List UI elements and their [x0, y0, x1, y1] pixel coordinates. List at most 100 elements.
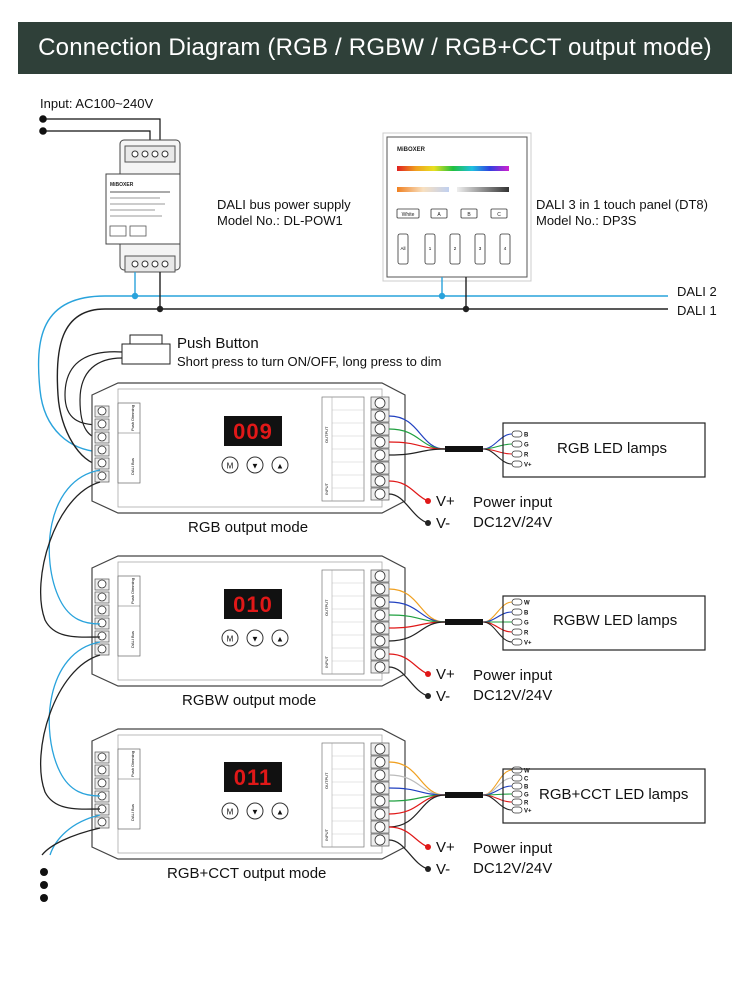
down-button[interactable] [246, 629, 264, 647]
vplus-label: V+ [436, 666, 455, 683]
touch-panel-zone-1: 1 [429, 246, 432, 251]
output-terminal [374, 475, 386, 487]
terminal-screw [97, 618, 107, 628]
terminal-screw [97, 592, 107, 602]
touch-panel-zone-2: 2 [454, 246, 457, 251]
push-button-device [64, 334, 171, 439]
m-button-label: M [227, 462, 234, 471]
vplus-label: V+ [436, 493, 455, 510]
power-supply-brand: MiBOXER [110, 182, 134, 188]
power-input-label: Power input [473, 840, 553, 857]
power-supply-label: DALI bus power supply [217, 197, 351, 212]
page-title: Connection Diagram (RGB / RGBW / RGB+CCT… [18, 22, 732, 74]
lamp-pin-label: R [524, 453, 529, 459]
touch-panel-zone-4: 4 [504, 246, 507, 251]
input-label: Input: AC100~240V [40, 96, 154, 111]
lamp-label-rgb: RGB LED lamps [557, 440, 668, 457]
continuation-dots [40, 868, 48, 902]
touch-panel-model: Model No.: DP3S [536, 213, 637, 228]
terminal-screw [97, 778, 107, 788]
touch-panel-a-button: A [437, 212, 441, 218]
power-voltage-label: DC12V/24V [473, 860, 553, 877]
dali-bus-label: DALI Bus [130, 631, 135, 648]
output-terminal [374, 808, 386, 820]
m-button[interactable] [221, 802, 239, 820]
down-button[interactable] [246, 456, 264, 474]
output-label: OUTPUT [324, 599, 329, 616]
terminal-screw [97, 445, 107, 455]
touch-panel-brand: MiBOXER [397, 147, 426, 153]
lamp-pin-label: G [524, 443, 529, 449]
led-display-value: 011 [234, 765, 273, 790]
m-button-label: M [227, 808, 234, 817]
lamp-pin-label: B [524, 785, 529, 791]
output-terminal [374, 821, 386, 833]
touch-panel-zone-all: All [400, 246, 405, 251]
lamp-pin-label: B [524, 433, 529, 439]
terminal-screw [97, 432, 107, 442]
vminus-label: V- [436, 688, 451, 705]
m-button[interactable] [221, 629, 239, 647]
lamp-pin-label: G [524, 621, 529, 627]
lamp-pin-label: W [524, 769, 530, 775]
lamp-pin-label: W [524, 601, 530, 607]
up-button-label: ▲ [276, 462, 284, 471]
led-display [224, 589, 282, 619]
output-label: OUTPUT [324, 772, 329, 789]
output-cable [445, 619, 483, 625]
terminal-screw [97, 471, 107, 481]
output-terminal [374, 423, 386, 435]
terminal-screw [97, 817, 107, 827]
output-terminal [374, 635, 386, 647]
up-button-label: ▲ [276, 808, 284, 817]
push-button-desc: Short press to turn ON/OFF, long press t… [177, 354, 442, 369]
touch-panel-white-button: White [402, 212, 415, 218]
mode-label-rgbcct: RGB+CCT output mode [167, 865, 327, 882]
vminus-label: V- [436, 515, 451, 532]
terminal-screw [97, 752, 107, 762]
output-terminal [374, 449, 386, 461]
output-cable [445, 792, 483, 798]
touch-panel-zone-3: 3 [479, 246, 482, 251]
led-display [224, 762, 282, 792]
power-input-label: Power input [473, 494, 553, 511]
terminal-screw [97, 644, 107, 654]
up-button[interactable] [271, 802, 289, 820]
daisy-chain-wires [40, 469, 101, 856]
terminal-screw [97, 605, 107, 615]
output-terminal [374, 397, 386, 409]
lamp-pin-label: V+ [524, 641, 532, 647]
down-button-label: ▼ [251, 462, 259, 471]
lamp-pin-label: V+ [524, 809, 532, 815]
power-supply-model: Model No.: DL-POW1 [217, 213, 343, 228]
output-terminal [374, 488, 386, 500]
output-terminal [374, 436, 386, 448]
input-label: INPUT [324, 655, 329, 668]
push-dimming-label: Push Dimming [130, 578, 135, 604]
output-terminal [374, 596, 386, 608]
up-button[interactable] [271, 456, 289, 474]
lamp-pin-label: G [524, 793, 529, 799]
input-label: INPUT [324, 828, 329, 841]
output-cable [445, 446, 483, 452]
terminal-screw [97, 765, 107, 775]
down-button[interactable] [246, 802, 264, 820]
output-terminal [374, 583, 386, 595]
lamp-pin-label: C [524, 777, 529, 783]
lamp-box [502, 595, 706, 651]
m-button[interactable] [221, 456, 239, 474]
led-display [224, 416, 282, 446]
output-terminal [374, 410, 386, 422]
down-button-label: ▼ [251, 808, 259, 817]
up-button[interactable] [271, 629, 289, 647]
led-display-value: 010 [233, 592, 273, 617]
terminal-screw [97, 631, 107, 641]
lamp-box [502, 422, 706, 478]
touch-panel-c-button: C [497, 212, 501, 218]
output-terminal [374, 756, 386, 768]
dali-bus-label: DALI Bus [130, 458, 135, 475]
output-terminal [374, 834, 386, 846]
